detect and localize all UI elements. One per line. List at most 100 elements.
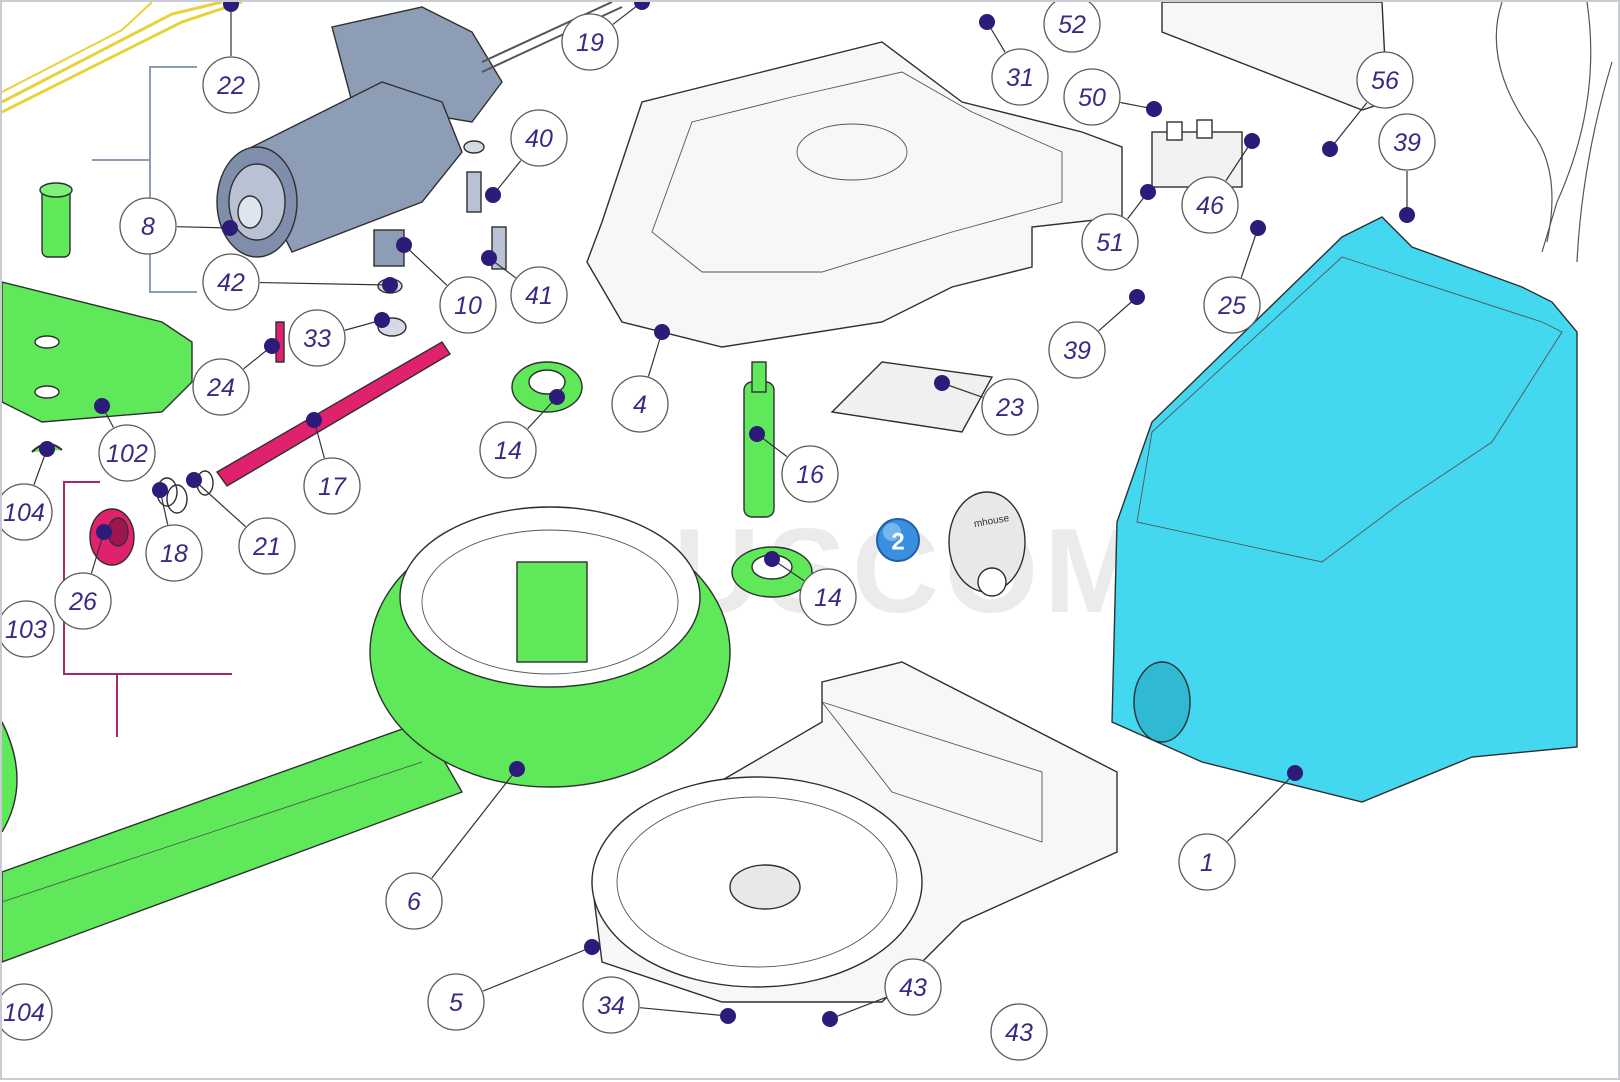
motor-assembly xyxy=(216,2,623,258)
callout-c14a: 14 xyxy=(479,421,537,479)
leader-line-c10 xyxy=(403,244,448,286)
callout-c51: 51 xyxy=(1081,213,1139,271)
leader-dot-c102 xyxy=(94,398,110,414)
callout-c6: 6 xyxy=(385,872,443,930)
callout-circle xyxy=(54,572,112,630)
callout-c5: 5 xyxy=(427,973,485,1031)
badge-2: 2 xyxy=(876,518,920,562)
callout-label: 56 xyxy=(1371,67,1399,95)
callout-c39b: 39 xyxy=(1048,321,1106,379)
callout-c104a: 104 xyxy=(2,483,53,541)
leader-dot-c21 xyxy=(186,472,202,488)
leader-dot-c16 xyxy=(749,426,765,442)
callout-c10: 10 xyxy=(439,276,497,334)
wires-yellow xyxy=(2,2,243,114)
leader-dot-c14a xyxy=(549,389,565,405)
callout-circle xyxy=(385,872,443,930)
leader-dot-c26 xyxy=(96,524,112,540)
callout-c26: 26 xyxy=(54,572,112,630)
leader-dot-c34 xyxy=(720,1008,736,1024)
leader-dot-c42 xyxy=(382,277,398,293)
callout-label: 8 xyxy=(141,213,155,241)
callout-circle xyxy=(582,976,640,1034)
leader-line-c5 xyxy=(482,946,593,992)
callout-c25: 25 xyxy=(1203,276,1261,334)
bracket-102 xyxy=(2,281,193,423)
callout-label: 1 xyxy=(1200,849,1214,877)
callout-label: 52 xyxy=(1058,11,1086,39)
leader-dot-c17 xyxy=(306,412,322,428)
callout-c34: 34 xyxy=(582,976,640,1034)
callout-c19: 19 xyxy=(561,13,619,71)
leader-dot-c25 xyxy=(1250,220,1266,236)
plate-23 xyxy=(830,361,994,433)
callout-label: 103 xyxy=(5,616,47,644)
callout-circle xyxy=(990,1003,1048,1061)
callout-label: 50 xyxy=(1078,84,1106,112)
callout-circle xyxy=(1356,51,1414,109)
callout-c43a: 43 xyxy=(884,958,942,1016)
callout-label: 21 xyxy=(252,533,281,561)
callout-circle xyxy=(145,524,203,582)
callout-label: 18 xyxy=(160,540,188,568)
cover-1 xyxy=(1111,216,1578,803)
callout-label: 14 xyxy=(494,437,522,465)
leader-dot-c22 xyxy=(223,2,239,12)
leader-dot-c104a xyxy=(39,441,55,457)
callout-c50: 50 xyxy=(1063,68,1121,126)
callout-c43b: 43 xyxy=(990,1003,1048,1061)
callout-c16: 16 xyxy=(781,445,839,503)
callout-label: 10 xyxy=(454,292,482,320)
callout-circle xyxy=(238,517,296,575)
callout-label: 40 xyxy=(525,125,553,153)
callout-c18: 18 xyxy=(145,524,203,582)
leader-dot-c6 xyxy=(509,761,525,777)
callout-circle xyxy=(2,600,55,658)
leader-dot-c1 xyxy=(1287,765,1303,781)
callout-circle xyxy=(799,568,857,626)
callout-circle xyxy=(202,56,260,114)
callout-circle xyxy=(202,253,260,311)
callout-circle xyxy=(479,421,537,479)
leader-dot-c23 xyxy=(934,375,950,391)
leader-dot-c4 xyxy=(654,324,670,340)
callout-circle xyxy=(781,445,839,503)
leader-line-c39b xyxy=(1098,296,1138,332)
callout-label: 41 xyxy=(525,282,553,310)
callout-c104b: 104 xyxy=(2,983,53,1041)
callout-circle xyxy=(1063,68,1121,126)
callout-circle xyxy=(611,375,669,433)
lever-arm-6 xyxy=(2,506,731,963)
callout-c56: 56 xyxy=(1356,51,1414,109)
leader-dot-c8 xyxy=(222,220,238,236)
callout-label: 43 xyxy=(899,974,927,1002)
bracket-motor-group xyxy=(92,66,197,293)
callout-label: 23 xyxy=(995,394,1024,422)
callout-c4: 4 xyxy=(611,375,669,433)
callout-label: 17 xyxy=(318,473,347,501)
leader-line-c42 xyxy=(259,281,391,286)
callout-circle xyxy=(510,109,568,167)
callout-label: 16 xyxy=(796,461,824,489)
callout-circle xyxy=(288,309,346,367)
callout-label: 43 xyxy=(1005,1019,1033,1047)
callout-c21: 21 xyxy=(238,517,296,575)
callout-circle xyxy=(1203,276,1261,334)
housing-4 xyxy=(586,41,1123,348)
callout-label: 34 xyxy=(597,992,625,1020)
leader-dot-c41 xyxy=(481,250,497,266)
leader-dot-c51 xyxy=(1140,184,1156,200)
callout-circle xyxy=(119,197,177,255)
callout-c52: 52 xyxy=(1043,2,1101,53)
callout-c33: 33 xyxy=(288,309,346,367)
callout-label: 102 xyxy=(106,440,148,468)
leader-dot-c10 xyxy=(396,237,412,253)
callout-c24: 24 xyxy=(192,358,250,416)
callout-label: 5 xyxy=(449,989,463,1017)
callout-c46: 46 xyxy=(1181,176,1239,234)
callout-circle xyxy=(1048,321,1106,379)
leader-dot-c14b xyxy=(764,551,780,567)
leader-dot-c39a xyxy=(1399,207,1415,223)
callout-c14b: 14 xyxy=(799,568,857,626)
